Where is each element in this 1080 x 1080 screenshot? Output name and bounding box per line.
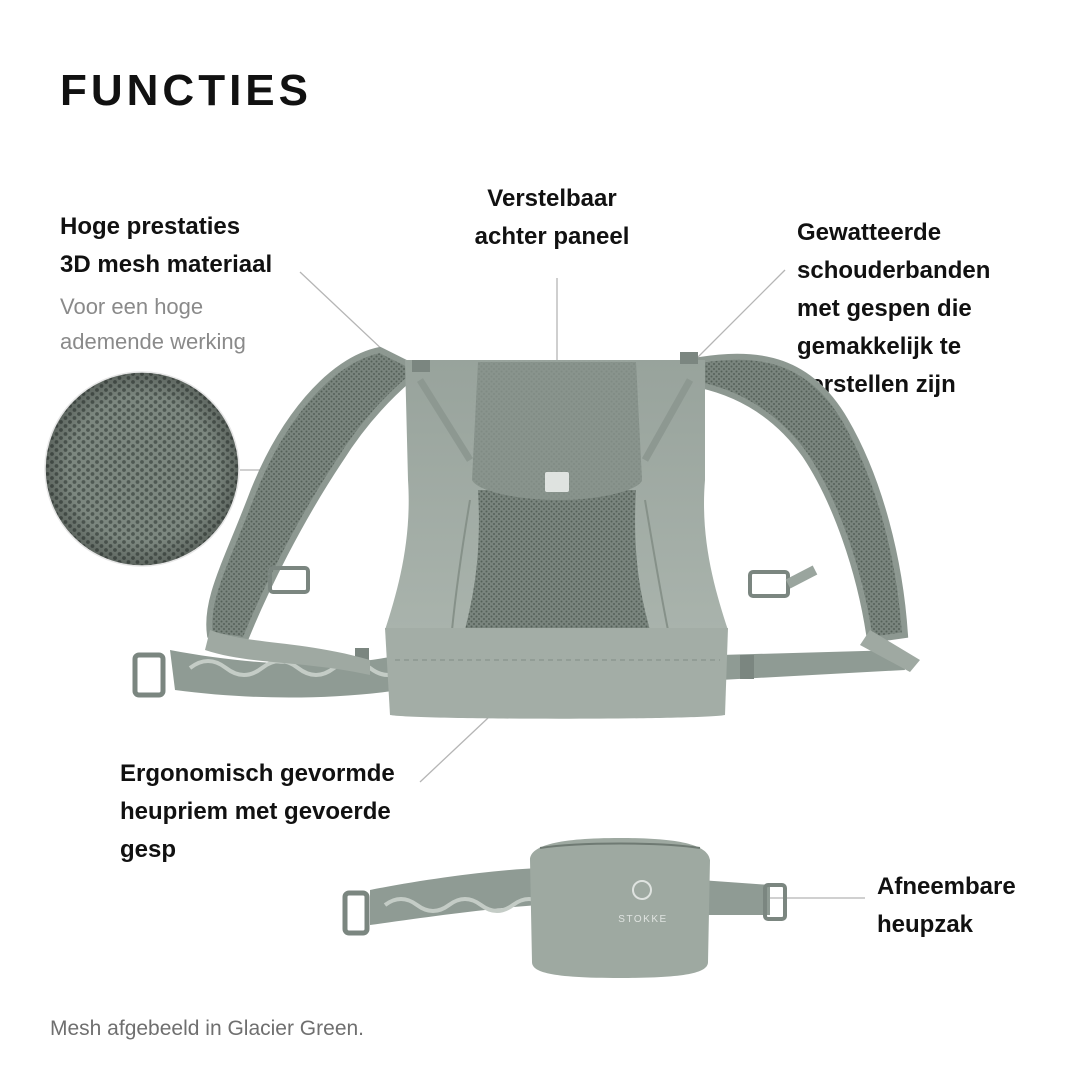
pouch-line1: Afneembare: [877, 873, 1016, 900]
hip-pouch-callout: Afneembare heupzak: [877, 868, 1016, 944]
left-shoulder-strap: [205, 346, 426, 675]
adjustable-back-panel: [472, 362, 642, 500]
shoulder-line3: met gespen die: [797, 295, 972, 322]
back-panel-callout: Verstelbaar achter paneel: [452, 180, 652, 256]
shoulder-line4: gemakkelijk te: [797, 333, 962, 360]
mesh-callout-description: Voor een hoge ademende werking: [60, 289, 246, 359]
mesh-sub-line1: Voor een hoge: [60, 294, 204, 319]
waist-line3: gesp: [120, 836, 177, 863]
mesh-callout-heading: Hoge prestaties 3D mesh materiaal: [60, 208, 272, 284]
waist-belt-straps: [132, 648, 905, 698]
mesh-heading-line2: 3D mesh materiaal: [60, 251, 273, 278]
waist-belt-panel: [385, 628, 728, 719]
right-shoulder-strap: [697, 353, 920, 672]
back-panel-line2: achter paneel: [474, 223, 630, 250]
back-panel-line1: Verstelbaar: [487, 185, 617, 212]
detachable-hip-pouch-belt: STOKKE: [342, 838, 787, 978]
mesh-sub-line2: ademende werking: [60, 329, 246, 354]
waist-line1: Ergonomisch gevormde: [120, 760, 395, 787]
footnote: Mesh afgebeeld in Glacier Green.: [50, 1017, 365, 1040]
shoulder-line2: schouderbanden: [797, 257, 991, 284]
waist-belt-callout: Ergonomisch gevormde heupriem met gevoer…: [120, 755, 395, 869]
waist-line2: heupriem met gevoerde: [120, 798, 391, 825]
mesh-detail-circle: [44, 371, 240, 567]
pouch-line2: heupzak: [877, 911, 974, 938]
page-title: FUNCTIES: [60, 66, 312, 115]
pouch-brand-logo: STOKKE: [618, 914, 667, 925]
shoulder-straps-callout: Gewatteerde schouderbanden met gespen di…: [797, 214, 990, 404]
mesh-heading-line1: Hoge prestaties: [60, 213, 241, 240]
shoulder-line1: Gewatteerde: [797, 219, 942, 246]
